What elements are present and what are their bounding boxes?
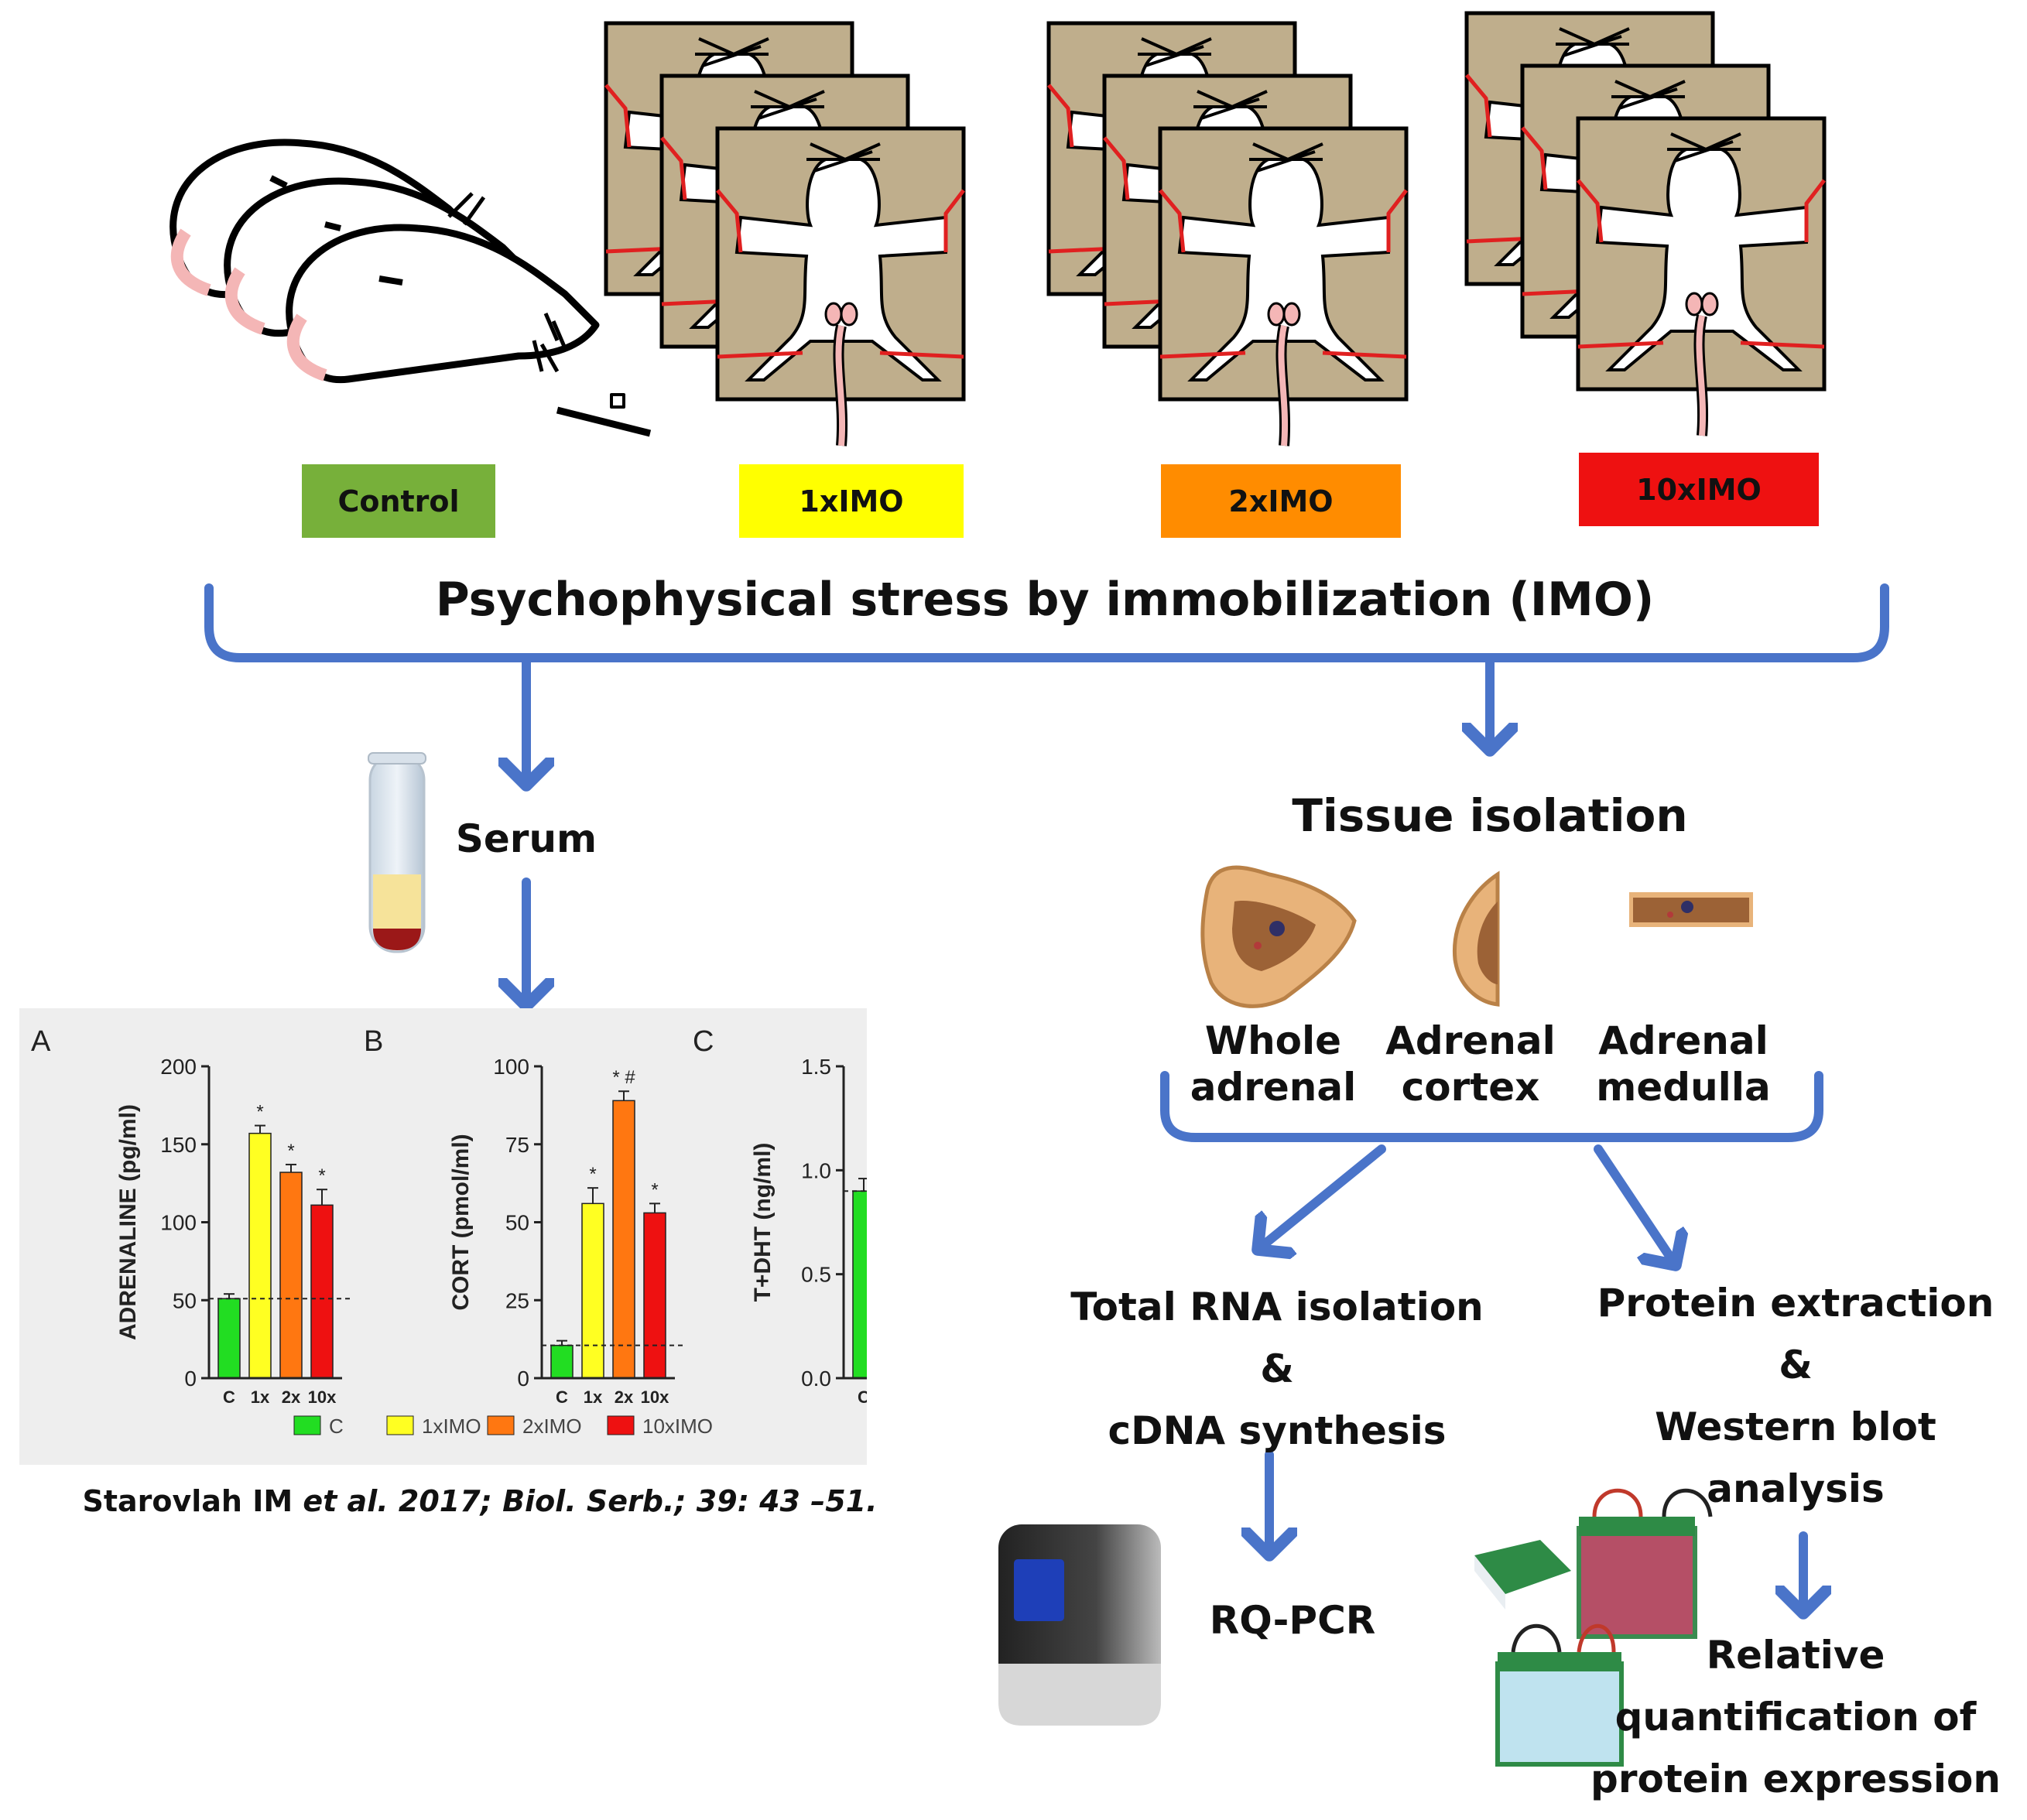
bar [581,1202,604,1379]
immobilization-board [1576,116,1827,436]
rna-step-amp: & [1260,1346,1294,1391]
tissue-isolation-label: Tissue isolation [1292,789,1688,842]
y-tick-label: 100 [160,1211,197,1235]
significance-mark: * # [612,1067,635,1088]
y-tick-label: 0 [184,1367,197,1391]
bar [248,1132,272,1379]
y-axis-label: T+DHT (ng/ml) [750,1143,776,1302]
immobilization-board [715,126,966,446]
legend-swatch [293,1415,321,1435]
y-tick-label: 25 [505,1288,529,1312]
group-label-1ximo: 1xIMO [739,464,964,538]
immobilization-board [1158,126,1409,446]
western-blot-apparatus-icon [1474,1488,1713,1767]
bar [852,1190,867,1379]
y-tick-label: 1.0 [801,1158,831,1182]
legend-label: 1xIMO [422,1415,481,1438]
significance-mark: * [589,1164,596,1185]
tissue-type-whole: Whole adrenal [1190,1018,1357,1110]
significance-mark: * [318,1165,325,1186]
legend-swatch [607,1415,635,1435]
bar [643,1212,666,1379]
y-tick-label: 150 [160,1133,197,1157]
x-tick-label: 10x [308,1387,337,1407]
bar [310,1204,334,1379]
control-rats-illustration [169,139,652,437]
chart-panel [19,1008,867,1465]
immobilization-illustrations [604,11,1827,446]
whole-adrenal-icon [1200,865,1357,1008]
diagram-title: Psychophysical stress by immobilization … [435,573,1655,627]
y-tick-label: 50 [173,1288,197,1312]
y-axis-label: CORT (pmol/ml) [448,1134,474,1310]
chart-C: C0.00.51.01.5T+DHT (ng/ml)C1x*2x*10x [693,1025,867,1407]
tissue-type-cortex: Adrenal cortex [1385,1018,1556,1110]
group-label-10ximo: 10xIMO [1579,453,1819,526]
protein-step-3: analysis [1707,1466,1885,1511]
citation: Starovlah IM et al. 2017; Biol. Serb.; 3… [82,1484,878,1518]
legend-label: C [329,1415,344,1438]
significance-mark: * [256,1102,263,1123]
x-tick-label: C [223,1387,235,1407]
significance-mark: * [651,1179,658,1200]
bar [217,1298,241,1379]
significance-mark: * [287,1141,294,1161]
blood-tube-icon [368,752,426,953]
x-tick-label: 1x [251,1387,270,1407]
protein-step-1: Protein extraction [1597,1281,1994,1326]
x-tick-label: 2x [615,1387,634,1407]
x-tick-label: 2x [282,1387,301,1407]
legend-swatch [487,1415,515,1435]
y-tick-label: 1.5 [801,1055,831,1079]
legend-label: 2xIMO [522,1415,582,1438]
x-tick-label: 1x [584,1387,603,1407]
adrenal-medulla-icon [1629,892,1753,927]
x-tick-label: C [556,1387,568,1407]
x-tick-label: C [858,1387,867,1407]
y-axis-label: ADRENALINE (pg/ml) [115,1104,141,1340]
serum-label: Serum [455,816,597,861]
flow-arrows [526,657,1803,1613]
panel-letter: C [693,1025,714,1058]
protein-step-2: Western blot [1655,1404,1936,1449]
y-tick-label: 200 [160,1055,197,1079]
tissue-type-medulla: Adrenal medulla [1596,1018,1771,1110]
bar [612,1100,635,1379]
bar [550,1344,574,1379]
pcr-machine-icon [998,1524,1161,1726]
chart-legend: C 1xIMO 2xIMO 10xIMO [293,1415,713,1438]
rq-pcr-label: RQ-PCR [1209,1598,1376,1643]
panel-letter: B [364,1025,383,1058]
y-tick-label: 0.0 [801,1367,831,1391]
bar [279,1172,303,1379]
stress-brace [204,583,1889,662]
legend-label: 10xIMO [642,1415,713,1438]
y-tick-label: 0.5 [801,1263,831,1287]
legend-swatch [386,1415,414,1435]
x-tick-label: 10x [641,1387,669,1407]
y-tick-label: 0 [517,1367,529,1391]
tissue-brace [1160,1071,1823,1142]
quant-label-3: protein expression [1590,1757,2001,1801]
adrenal-cortex-icon [1452,871,1500,1007]
panel-letter: A [31,1025,51,1058]
y-tick-label: 100 [493,1055,529,1079]
group-label-2ximo: 2xIMO [1161,464,1401,538]
rna-step-1: Total RNA isolation [1070,1285,1484,1329]
quant-label-1: Relative [1706,1633,1885,1678]
group-label-control: Control [302,464,495,538]
y-tick-label: 50 [505,1211,529,1235]
rna-step-2: cDNA synthesis [1108,1408,1447,1453]
protein-step-amp: & [1779,1343,1813,1387]
y-tick-label: 75 [505,1133,529,1157]
quant-label-2: quantification of [1614,1695,1977,1740]
